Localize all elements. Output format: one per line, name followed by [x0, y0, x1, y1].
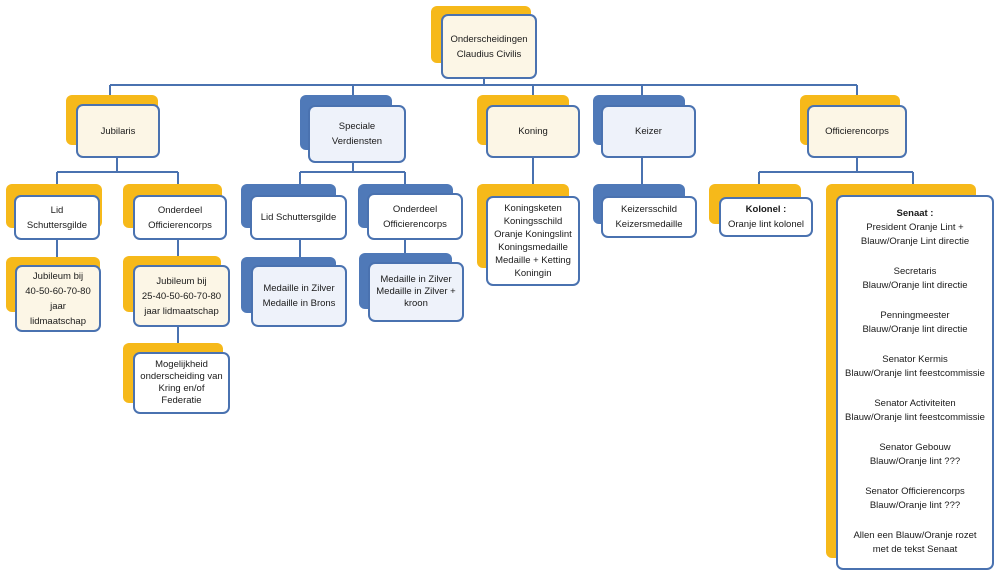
senaat-line: Blauw/Oranje lint feestcommissie [845, 368, 985, 379]
senaat-line: Blauw/Oranje lint directie [862, 280, 968, 291]
senaat-line: met de tekst Senaat [872, 544, 958, 555]
keizer-node: Keizer [601, 105, 696, 158]
senaat-line: President Oranje Lint + [866, 222, 964, 233]
koning-items-node: Koningsketen Koningsschild Oranje Koning… [486, 196, 580, 286]
speciale-lid-medailles-node: Medaille in Zilver Medaille in Brons [251, 265, 347, 327]
senaat-line: Blauw/Oranje lint ??? [869, 500, 961, 511]
speciale-lid-node: Lid Schuttersgilde [250, 195, 347, 240]
jubilaris-lid-jubileum-node: Jubileum bij 40-50-60-70-80 jaar lidmaat… [15, 265, 101, 332]
keizer-items-node: Keizersschild Keizersmedaille [601, 196, 697, 238]
jubilaris-node: Jubilaris [76, 104, 160, 158]
senaat-line: Blauw/Oranje lint directie [862, 324, 968, 335]
senaat-line: Blauw/Oranje lint ??? [869, 456, 961, 467]
senaat-line: Allen een Blauw/Oranje rozet [853, 530, 977, 541]
senaat-line: Senator Gebouw [879, 442, 951, 453]
speciale-node: Speciale Verdiensten [308, 105, 406, 163]
senaat-line: Penningmeester [880, 310, 950, 321]
kolonel-node: Kolonel : Oranje lint kolonel [719, 197, 813, 237]
speciale-onderdeel-medailles-node: Medaille in Zilver Medaille in Zilver + … [368, 262, 464, 322]
jubilaris-mogelijkheid-node: Mogelijkheid onderscheiding van Kring en… [133, 352, 230, 414]
connector-speciale [299, 163, 406, 265]
senaat-node: Senaat : President Oranje Lint + Blauw/O… [836, 195, 994, 570]
senaat-line: Senator Activiteiten [874, 398, 956, 409]
senaat-title: Senaat : [896, 208, 934, 219]
jubilaris-onderdeel-jubileum-node: Jubileum bij 25-40-50-60-70-80 jaar lidm… [133, 265, 230, 327]
senaat-line: Senator Officierencorps [865, 486, 965, 497]
senaat-line: Blauw/Oranje lint feestcommissie [845, 412, 985, 423]
senaat-line: Senator Kermis [882, 354, 948, 365]
connector-jubilaris [56, 158, 179, 352]
jubilaris-onderdeel-node: Onderdeel Officierencorps [133, 195, 227, 240]
connector-officierencorps [758, 158, 914, 197]
senaat-line: Secretaris [893, 266, 937, 277]
officierencorps-node: Officierencorps [807, 105, 907, 158]
koning-node: Koning [486, 105, 580, 158]
jubilaris-lid-node: Lid Schuttersgilde [14, 195, 100, 240]
root-node: Onderscheidingen Claudius Civilis [441, 14, 537, 79]
speciale-onderdeel-node: Onderdeel Officierencorps [367, 193, 463, 240]
senaat-line: Blauw/Oranje Lint directie [860, 236, 970, 247]
